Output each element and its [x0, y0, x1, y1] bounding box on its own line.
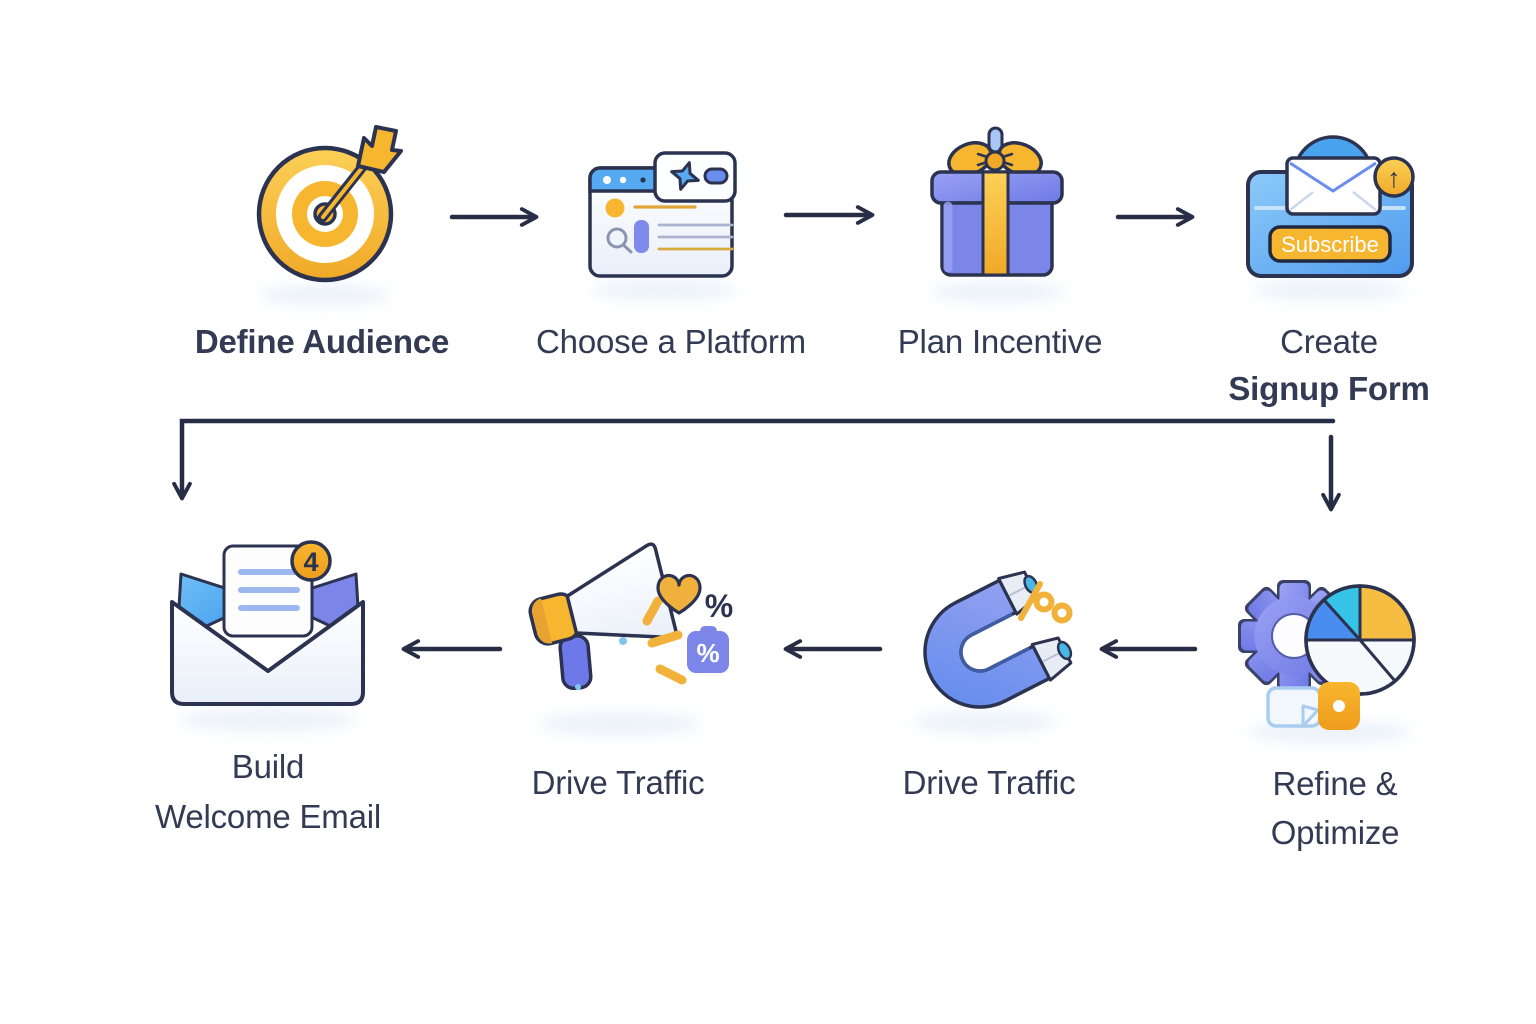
- percent-symbol: %: [705, 588, 733, 624]
- label-define-audience-text: Define Audience: [194, 323, 450, 360]
- pie-chart-icon: [1304, 584, 1416, 696]
- gift-ribbon: [981, 170, 1010, 277]
- sound-dashes: [642, 596, 687, 685]
- label-drive-traffic-1-text: Drive Traffic: [531, 764, 705, 801]
- label-drive-traffic-2-text: Drive Traffic: [902, 764, 1076, 801]
- target-icon: [256, 125, 403, 283]
- discount-tag-percent: %: [696, 638, 719, 668]
- label-build-text: Build: [231, 748, 305, 785]
- label-choose-platform: Choose a Platform: [471, 318, 871, 365]
- browser-avatar-dot: [605, 198, 625, 218]
- label-drive-traffic-megaphone: Drive Traffic: [418, 759, 818, 806]
- letter-paper: [222, 544, 314, 638]
- connector-signup-to-welcome: [172, 418, 1336, 501]
- label-create-signup-form: Create Signup Form: [1129, 318, 1529, 412]
- magnet-tip-right: [1030, 636, 1073, 682]
- signup-badge: ↑: [1373, 156, 1415, 198]
- discount-tag-icon: %: [687, 626, 729, 673]
- browser-icon: [588, 151, 737, 278]
- label-define-audience: Define Audience: [122, 318, 522, 365]
- envelope-pocket: [170, 600, 365, 706]
- gear-pie-icon: [1238, 580, 1416, 730]
- welcome-badge: 4: [290, 540, 332, 582]
- signup-form-icon: ↑ Subscribe: [1246, 135, 1415, 278]
- percent-sparkle: [1018, 581, 1073, 624]
- subscribe-button-label: Subscribe: [1281, 232, 1379, 257]
- welcome-email-icon: 4: [170, 540, 365, 706]
- label-build-welcome-email: Build Welcome Email: [68, 742, 468, 842]
- comment-bubble-icon: [1266, 686, 1322, 728]
- browser-popup-card: [653, 151, 737, 203]
- label-optimize-text: Optimize: [1270, 814, 1400, 851]
- heart-icon: [656, 573, 702, 615]
- label-signup-form-text: Signup Form: [1228, 370, 1430, 407]
- label-create-text: Create: [1280, 323, 1378, 360]
- flow-arrows: [172, 205, 1341, 659]
- sparkle-icon: [670, 161, 700, 191]
- label-welcome-email-text: Welcome Email: [154, 798, 381, 835]
- icon-shadows: [178, 279, 1412, 744]
- label-plan-incentive-text: Plan Incentive: [897, 323, 1103, 360]
- label-choose-platform-text: Choose a Platform: [536, 323, 806, 360]
- subscribe-button: Subscribe: [1268, 225, 1392, 263]
- label-refine-optimize: Refine & Optimize: [1135, 759, 1535, 857]
- magnet-icon: [923, 570, 1073, 709]
- label-plan-incentive: Plan Incentive: [800, 318, 1200, 365]
- gift-icon: [930, 126, 1064, 277]
- welcome-badge-count: 4: [303, 547, 318, 577]
- search-icon: [606, 227, 628, 249]
- signup-badge-glyph: ↑: [1387, 163, 1401, 193]
- label-refine-text: Refine &: [1272, 765, 1398, 802]
- megaphone-handle: [558, 634, 593, 691]
- megaphone-icon: % %: [528, 542, 733, 691]
- label-drive-traffic-magnet: Drive Traffic: [789, 759, 1189, 806]
- target-arrow: [317, 125, 403, 223]
- envelope-icon: [1285, 156, 1382, 216]
- toggle-pill-icon: [703, 167, 729, 185]
- sticky-note-icon: [1318, 682, 1360, 730]
